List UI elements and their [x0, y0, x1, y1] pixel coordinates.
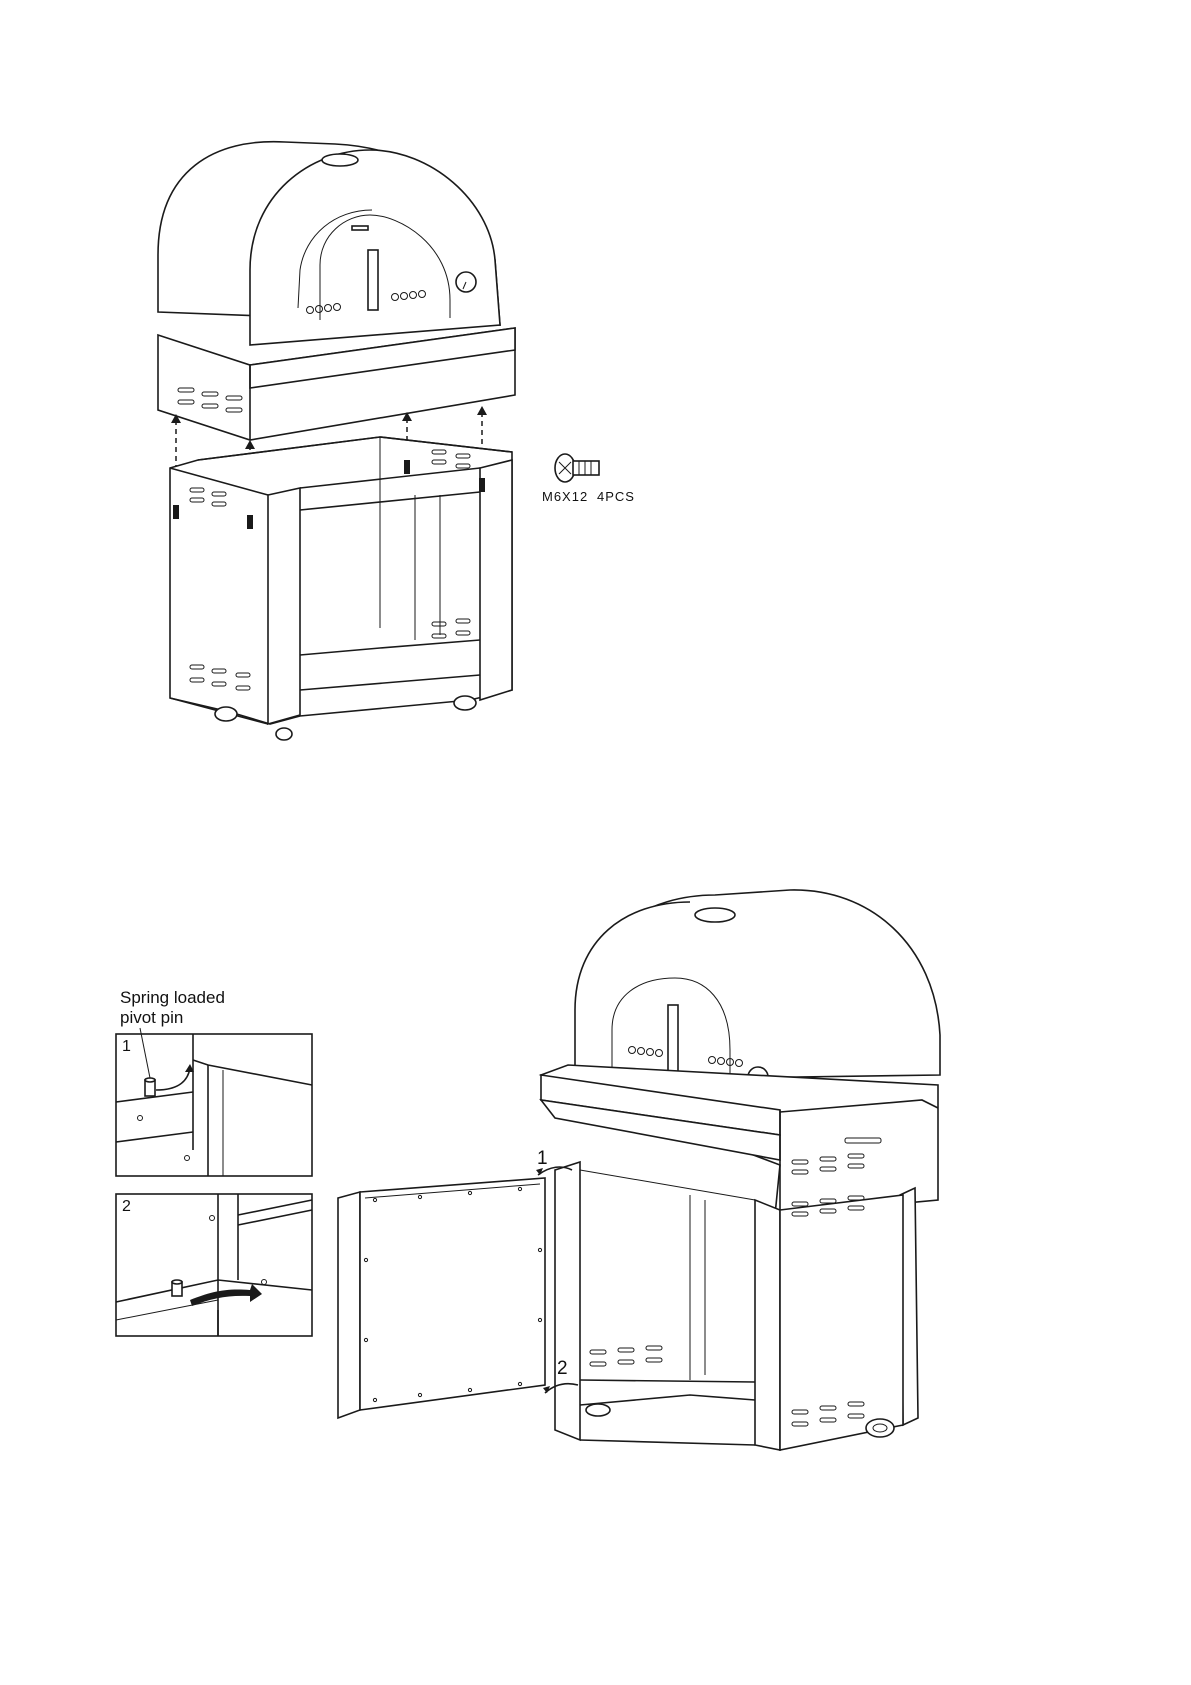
figure-oven-mounting: M6X12 4PCS: [158, 142, 635, 740]
screw-quantity-label: 4PCS: [597, 489, 635, 504]
door-handle-2: [668, 1005, 678, 1075]
chimney-opening: [322, 154, 358, 166]
callout-title-line1: Spring loaded: [120, 988, 225, 1007]
figure-door-installation: Spring loaded pivot pin 1 2: [116, 890, 940, 1450]
hinge-marker-1-label: 1: [537, 1148, 548, 1169]
inset-1-number: 1: [122, 1038, 131, 1055]
oven-base-box: [158, 328, 515, 440]
callout-leader: [140, 1028, 150, 1078]
cart-front-post: [755, 1200, 780, 1450]
cart-left-post: [555, 1162, 580, 1440]
screw-size-label: M6X12: [542, 489, 588, 504]
door-handle-slot: [352, 226, 368, 230]
chimney-opening-2: [695, 908, 735, 922]
cart-frame: [170, 437, 512, 740]
inset-2-arrow: [190, 1284, 262, 1306]
assembled-oven: [541, 890, 940, 1215]
oven-dome: [158, 142, 500, 345]
door-handle: [368, 250, 378, 310]
inset-2-number: 2: [122, 1198, 131, 1215]
front-right-post: [480, 460, 512, 700]
assembled-cart: [555, 1162, 918, 1450]
screw-icon: [555, 454, 599, 482]
hinge-marker-2-label: 2: [557, 1358, 568, 1379]
open-door-panel: [338, 1178, 545, 1418]
front-left-post: [268, 488, 300, 724]
callout-title-line2: pivot pin: [120, 1008, 183, 1027]
inset-detail-2: 2: [116, 1194, 312, 1336]
